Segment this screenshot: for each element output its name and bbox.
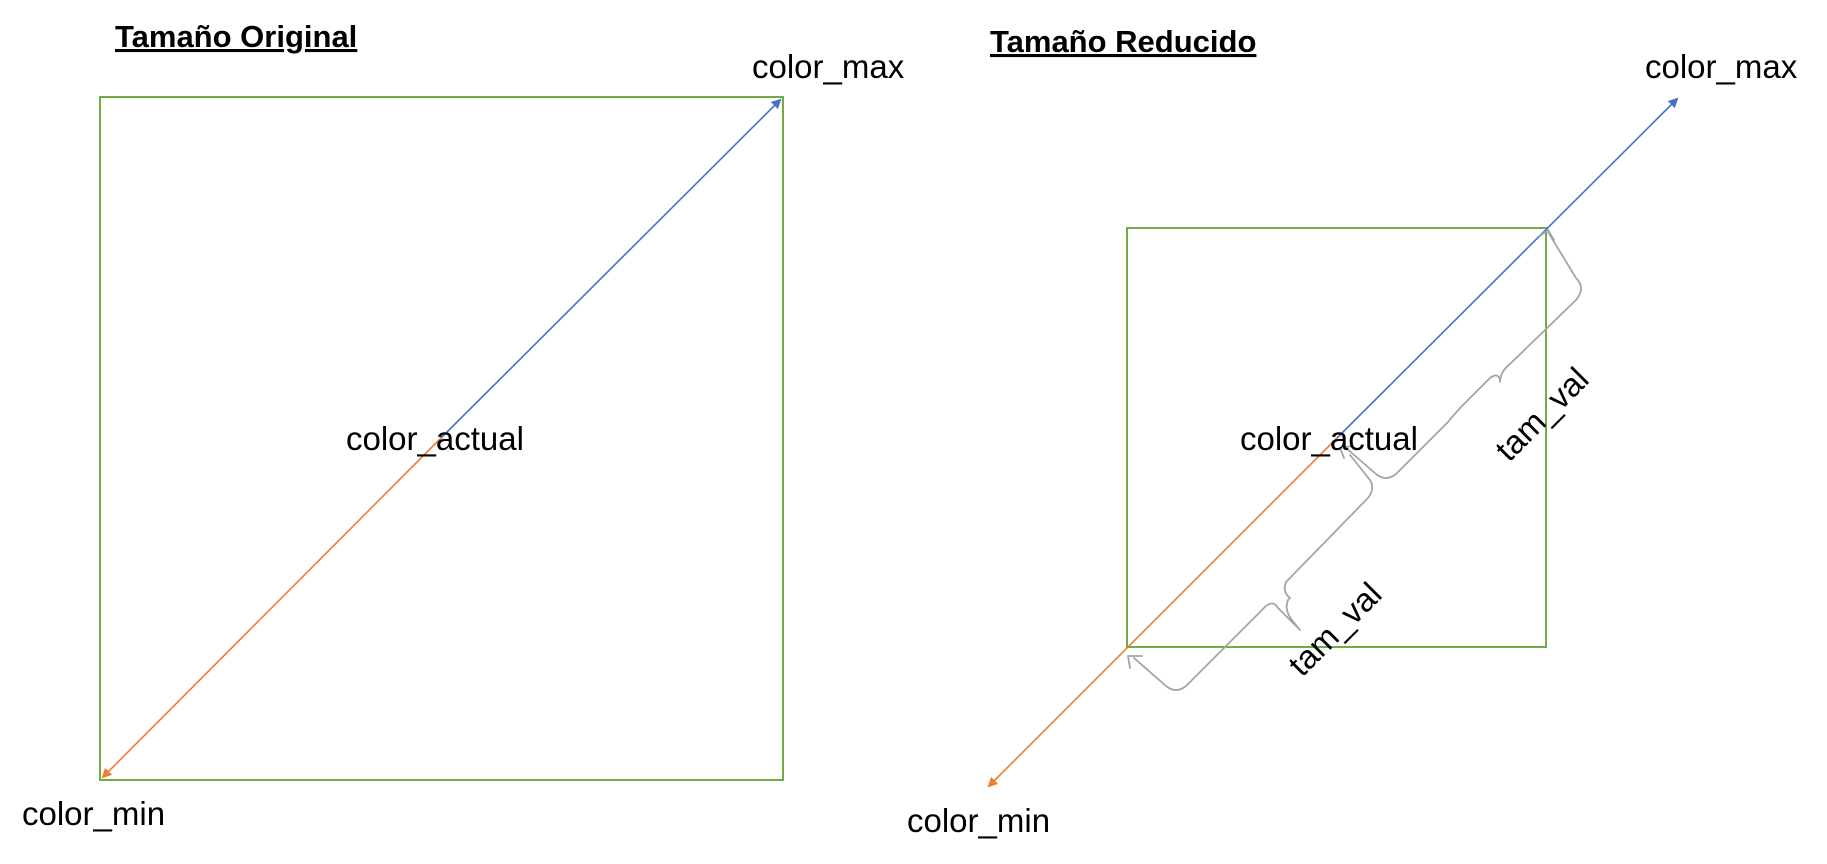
original-min-arrow: [101, 437, 442, 779]
panel-reduced: Tamaño Reducido tam_val tam_val color_ma…: [907, 24, 1798, 839]
reduced-upper-brace-arrowhead: [1539, 229, 1555, 241]
reduced-upper-brace-arrowhead-low: [1339, 445, 1353, 459]
reduced-lower-brace-arrowhead: [1127, 655, 1143, 669]
original-color-min-label: color_min: [22, 795, 165, 832]
svg-text:tam_val: tam_val: [1281, 575, 1389, 683]
original-color-actual-label: color_actual: [346, 420, 524, 457]
reduced-color-actual-label: color_actual: [1240, 420, 1418, 457]
reduced-color-box: [1126, 227, 1547, 648]
reduced-max-arrow: [1336, 97, 1679, 439]
reduced-color-max-label: color_max: [1645, 48, 1798, 85]
original-color-max-label: color_max: [752, 48, 905, 85]
panel-original: Tamaño Original color_max color_actual c…: [22, 19, 905, 832]
svg-text:tam_val: tam_val: [1488, 360, 1596, 468]
panel-reduced-title: Tamaño Reducido: [990, 24, 1256, 59]
reduced-color-min-label: color_min: [907, 802, 1050, 839]
reduced-lower-brace-label: tam_val: [1281, 575, 1389, 683]
panel-original-title: Tamaño Original: [115, 19, 357, 54]
reduced-min-arrow: [987, 437, 1338, 788]
reduced-upper-brace: [1345, 231, 1582, 479]
reduced-upper-brace-label: tam_val: [1488, 360, 1596, 468]
original-color-box: [99, 96, 784, 781]
original-max-arrow: [440, 98, 782, 439]
reduced-lower-brace: [1133, 454, 1374, 691]
